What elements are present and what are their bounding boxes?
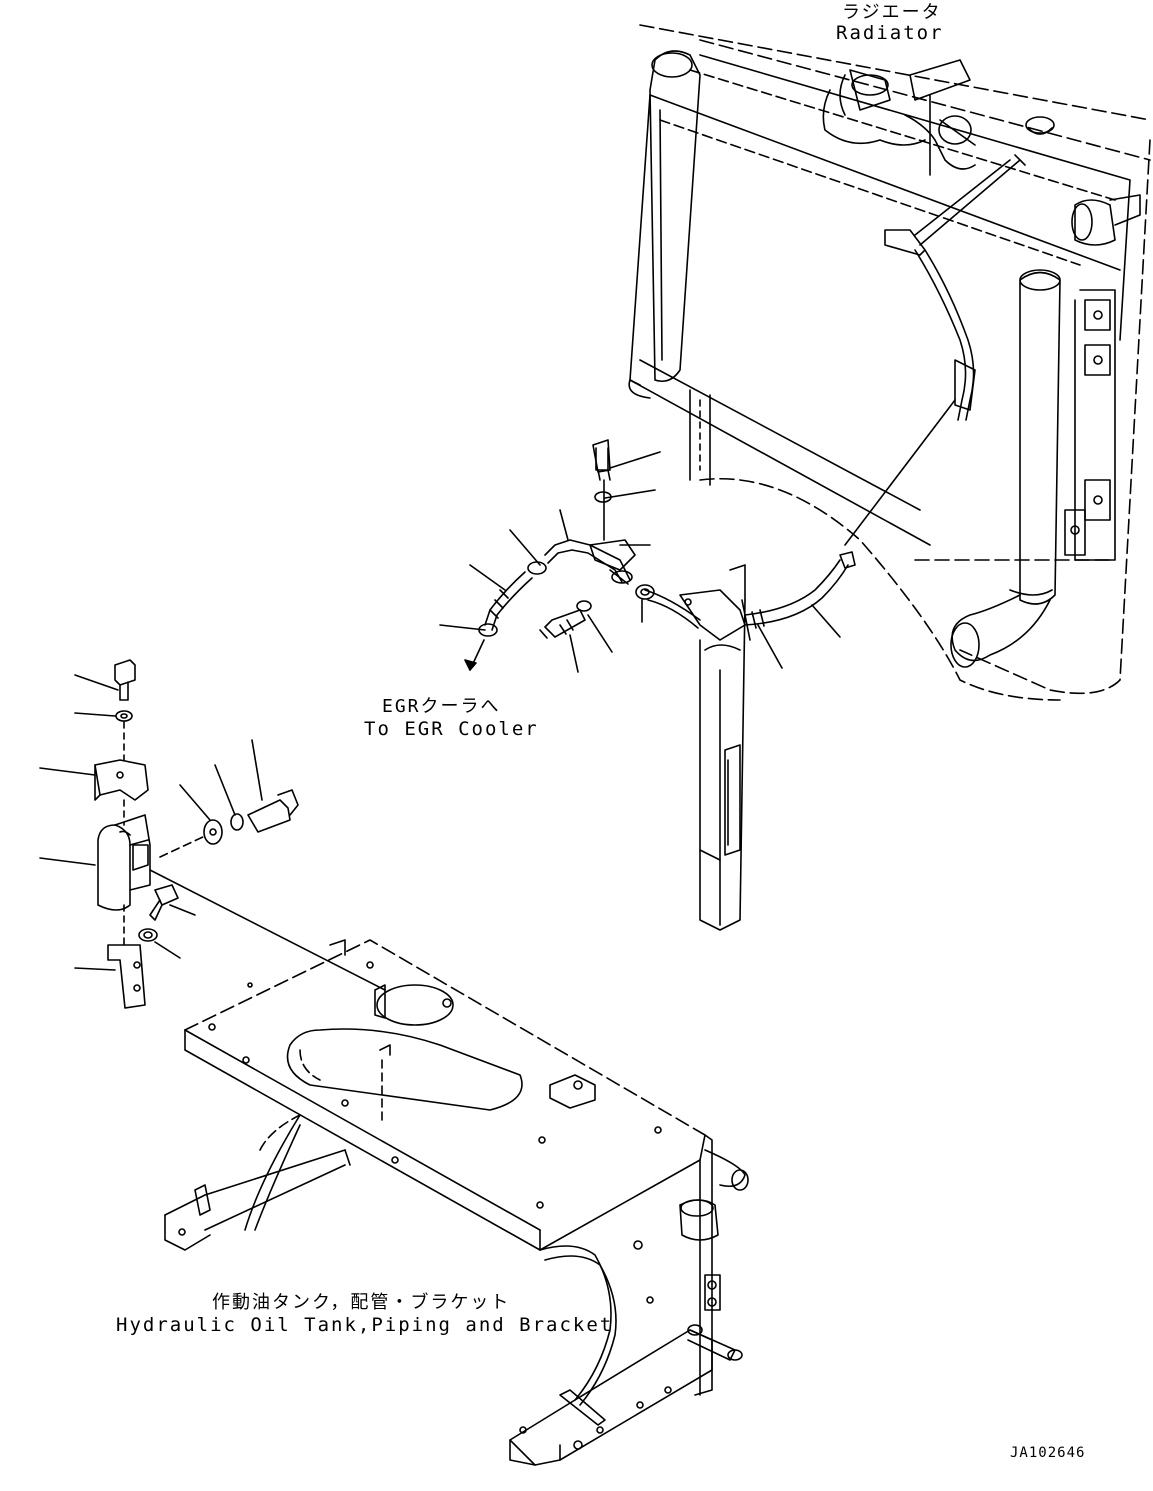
- drawing-number: JA102646: [1010, 1445, 1086, 1461]
- radiator-assembly: [628, 24, 1151, 701]
- hydraulic-tank-label-en: Hydraulic Oil Tank,Piping and Bracket: [116, 1314, 614, 1336]
- hose-assembly: [439, 439, 856, 931]
- tank-frame: [164, 939, 749, 1466]
- radiator-label-en: Radiator: [836, 22, 944, 44]
- hydraulic-tank-label-jp: 作動油タンク，配管・ブラケット: [212, 1292, 511, 1313]
- left-bracket-assembly: [39, 659, 386, 1009]
- egr-cooler-label-en: To EGR Cooler: [364, 718, 539, 740]
- leader-radiator-hose: [844, 399, 956, 546]
- radiator-label-jp: ラジエータ: [842, 2, 942, 23]
- egr-cooler-label-jp: EGRクーラへ: [382, 696, 501, 717]
